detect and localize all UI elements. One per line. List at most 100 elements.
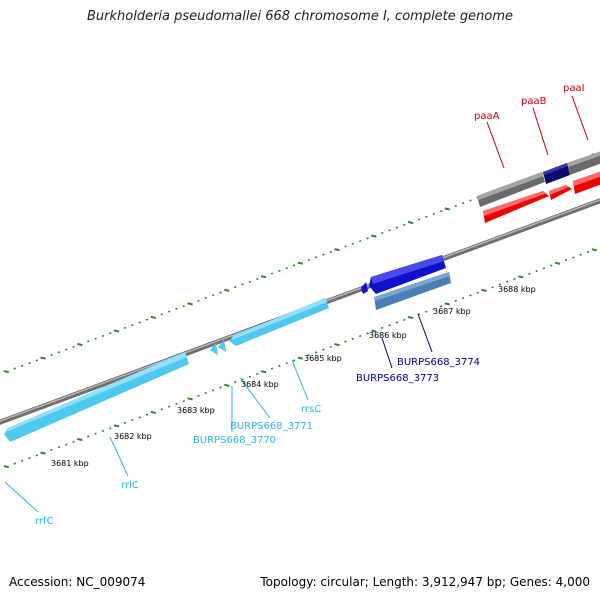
inner-tick <box>407 315 414 320</box>
outer-tick <box>175 307 178 310</box>
inner-tick <box>123 421 127 424</box>
gene-label-paaB[interactable]: paaB <box>521 96 547 107</box>
inner-tick <box>212 389 215 392</box>
inner-tick <box>113 424 120 428</box>
inner-tick <box>371 329 377 333</box>
inner-tick <box>57 446 61 449</box>
gene-label-BURPS668_3773[interactable]: BURPS668_3773 <box>356 373 439 384</box>
inner-tick <box>297 356 304 360</box>
inner-tick <box>491 286 494 289</box>
inner-tick <box>550 264 553 267</box>
kbp-labels: 3681 kbp 3682 kbp 3683 kbp 3684 kbp 3685… <box>51 285 536 468</box>
outer-tick <box>322 253 325 256</box>
inner-tick <box>481 288 487 292</box>
gene-red-3[interactable] <box>573 171 600 194</box>
gene-label-rrfC[interactable]: rrfC <box>35 516 54 527</box>
gene-navy-paaB[interactable] <box>543 163 570 184</box>
outer-tick <box>77 342 83 347</box>
outer-tick <box>270 272 274 275</box>
inner-tick <box>425 310 428 313</box>
outer-tick <box>351 242 355 245</box>
inner-tick <box>403 318 406 321</box>
inner-tick <box>256 372 259 376</box>
outer-tick <box>40 356 46 360</box>
inner-tick <box>13 462 16 465</box>
inner-tick <box>334 343 340 347</box>
inner-tick <box>197 394 200 397</box>
inner-tick <box>359 335 362 338</box>
inner-tick <box>167 405 171 408</box>
outer-tick <box>388 229 391 232</box>
outer-tick <box>187 302 193 306</box>
gene-label-BURPS668_3770[interactable]: BURPS668_3770 <box>193 435 276 446</box>
outer-tick <box>241 283 244 286</box>
outer-tick <box>131 324 134 327</box>
outer-tick <box>439 210 443 213</box>
outer-tick <box>307 258 310 262</box>
inner-tick <box>535 269 538 273</box>
gene-red-2[interactable] <box>549 185 572 200</box>
gene-BURPS668_3771[interactable] <box>218 340 226 352</box>
inner-tick <box>109 427 112 430</box>
gene-label-paaI[interactable]: paaI <box>563 83 585 94</box>
inner-tick <box>101 429 105 433</box>
outer-tick <box>219 291 222 294</box>
outer-tick <box>314 256 318 259</box>
inner-tick <box>498 283 502 286</box>
inner-tick <box>591 248 598 252</box>
gene-BURPS668_3770[interactable] <box>210 343 218 355</box>
outer-tick <box>72 345 75 348</box>
inner-tick <box>542 267 546 270</box>
inner-tick <box>292 359 296 362</box>
gene-rrlC[interactable] <box>4 352 189 442</box>
accession-text: Accession: NC_009074 <box>9 575 146 589</box>
inner-tick <box>50 448 53 452</box>
gene-label-rrsC[interactable]: rrsC <box>301 404 321 415</box>
outer-tick <box>381 231 384 235</box>
outer-tick <box>3 370 10 374</box>
gene-blue-BURPS668_3773[interactable] <box>361 255 446 294</box>
gene-label-BURPS668_3771[interactable]: BURPS668_3771 <box>230 421 313 432</box>
kbp-label-3682: 3682 kbp <box>114 432 152 441</box>
inner-tick <box>3 465 10 469</box>
outer-tick <box>150 315 157 319</box>
inner-tick <box>476 291 479 294</box>
outer-tick <box>366 237 369 240</box>
inner-tick <box>366 332 369 335</box>
outer-tick <box>167 310 171 313</box>
gene-gray-paaA[interactable] <box>477 172 545 207</box>
outer-tick <box>329 250 332 254</box>
gene-steel-BURPS668_3774[interactable] <box>374 272 451 310</box>
gene-label-rrlC[interactable]: rrlC <box>121 480 139 491</box>
outer-tick <box>248 280 252 283</box>
outer-tick <box>13 367 16 370</box>
outer-tick <box>35 359 38 362</box>
inner-tick <box>77 437 83 442</box>
outer-tick <box>101 334 105 338</box>
inner-tick <box>182 400 185 403</box>
inner-tick <box>219 386 222 389</box>
outer-tick <box>292 264 296 267</box>
genome-summary-text: Topology: circular; Length: 3,912,947 bp… <box>260 575 590 589</box>
inner-tick <box>322 348 325 351</box>
outer-tick <box>417 218 421 221</box>
outer-tick <box>297 261 304 265</box>
gene-rrsC[interactable] <box>229 298 329 346</box>
gene-label-paaA[interactable]: paaA <box>474 111 500 122</box>
inner-tick <box>528 272 531 275</box>
gene-labels: paaA paaB paaI BURPS668_3774 BURPS668_37… <box>35 83 585 527</box>
outer-tick <box>407 220 414 225</box>
inner-tick <box>564 259 568 262</box>
outer-tick <box>145 318 149 321</box>
gene-gray-paaI[interactable] <box>567 151 600 175</box>
kbp-label-3686: 3686 kbp <box>369 331 407 340</box>
inner-tick <box>28 457 31 460</box>
inner-tick <box>131 419 134 422</box>
gene-label-BURPS668_3774[interactable]: BURPS668_3774 <box>397 357 480 368</box>
kbp-label-3688: 3688 kbp <box>498 285 536 294</box>
inner-tick <box>40 451 46 455</box>
gene-red-1[interactable] <box>483 191 549 223</box>
outer-tick <box>395 226 399 229</box>
inner-tick <box>579 253 582 256</box>
